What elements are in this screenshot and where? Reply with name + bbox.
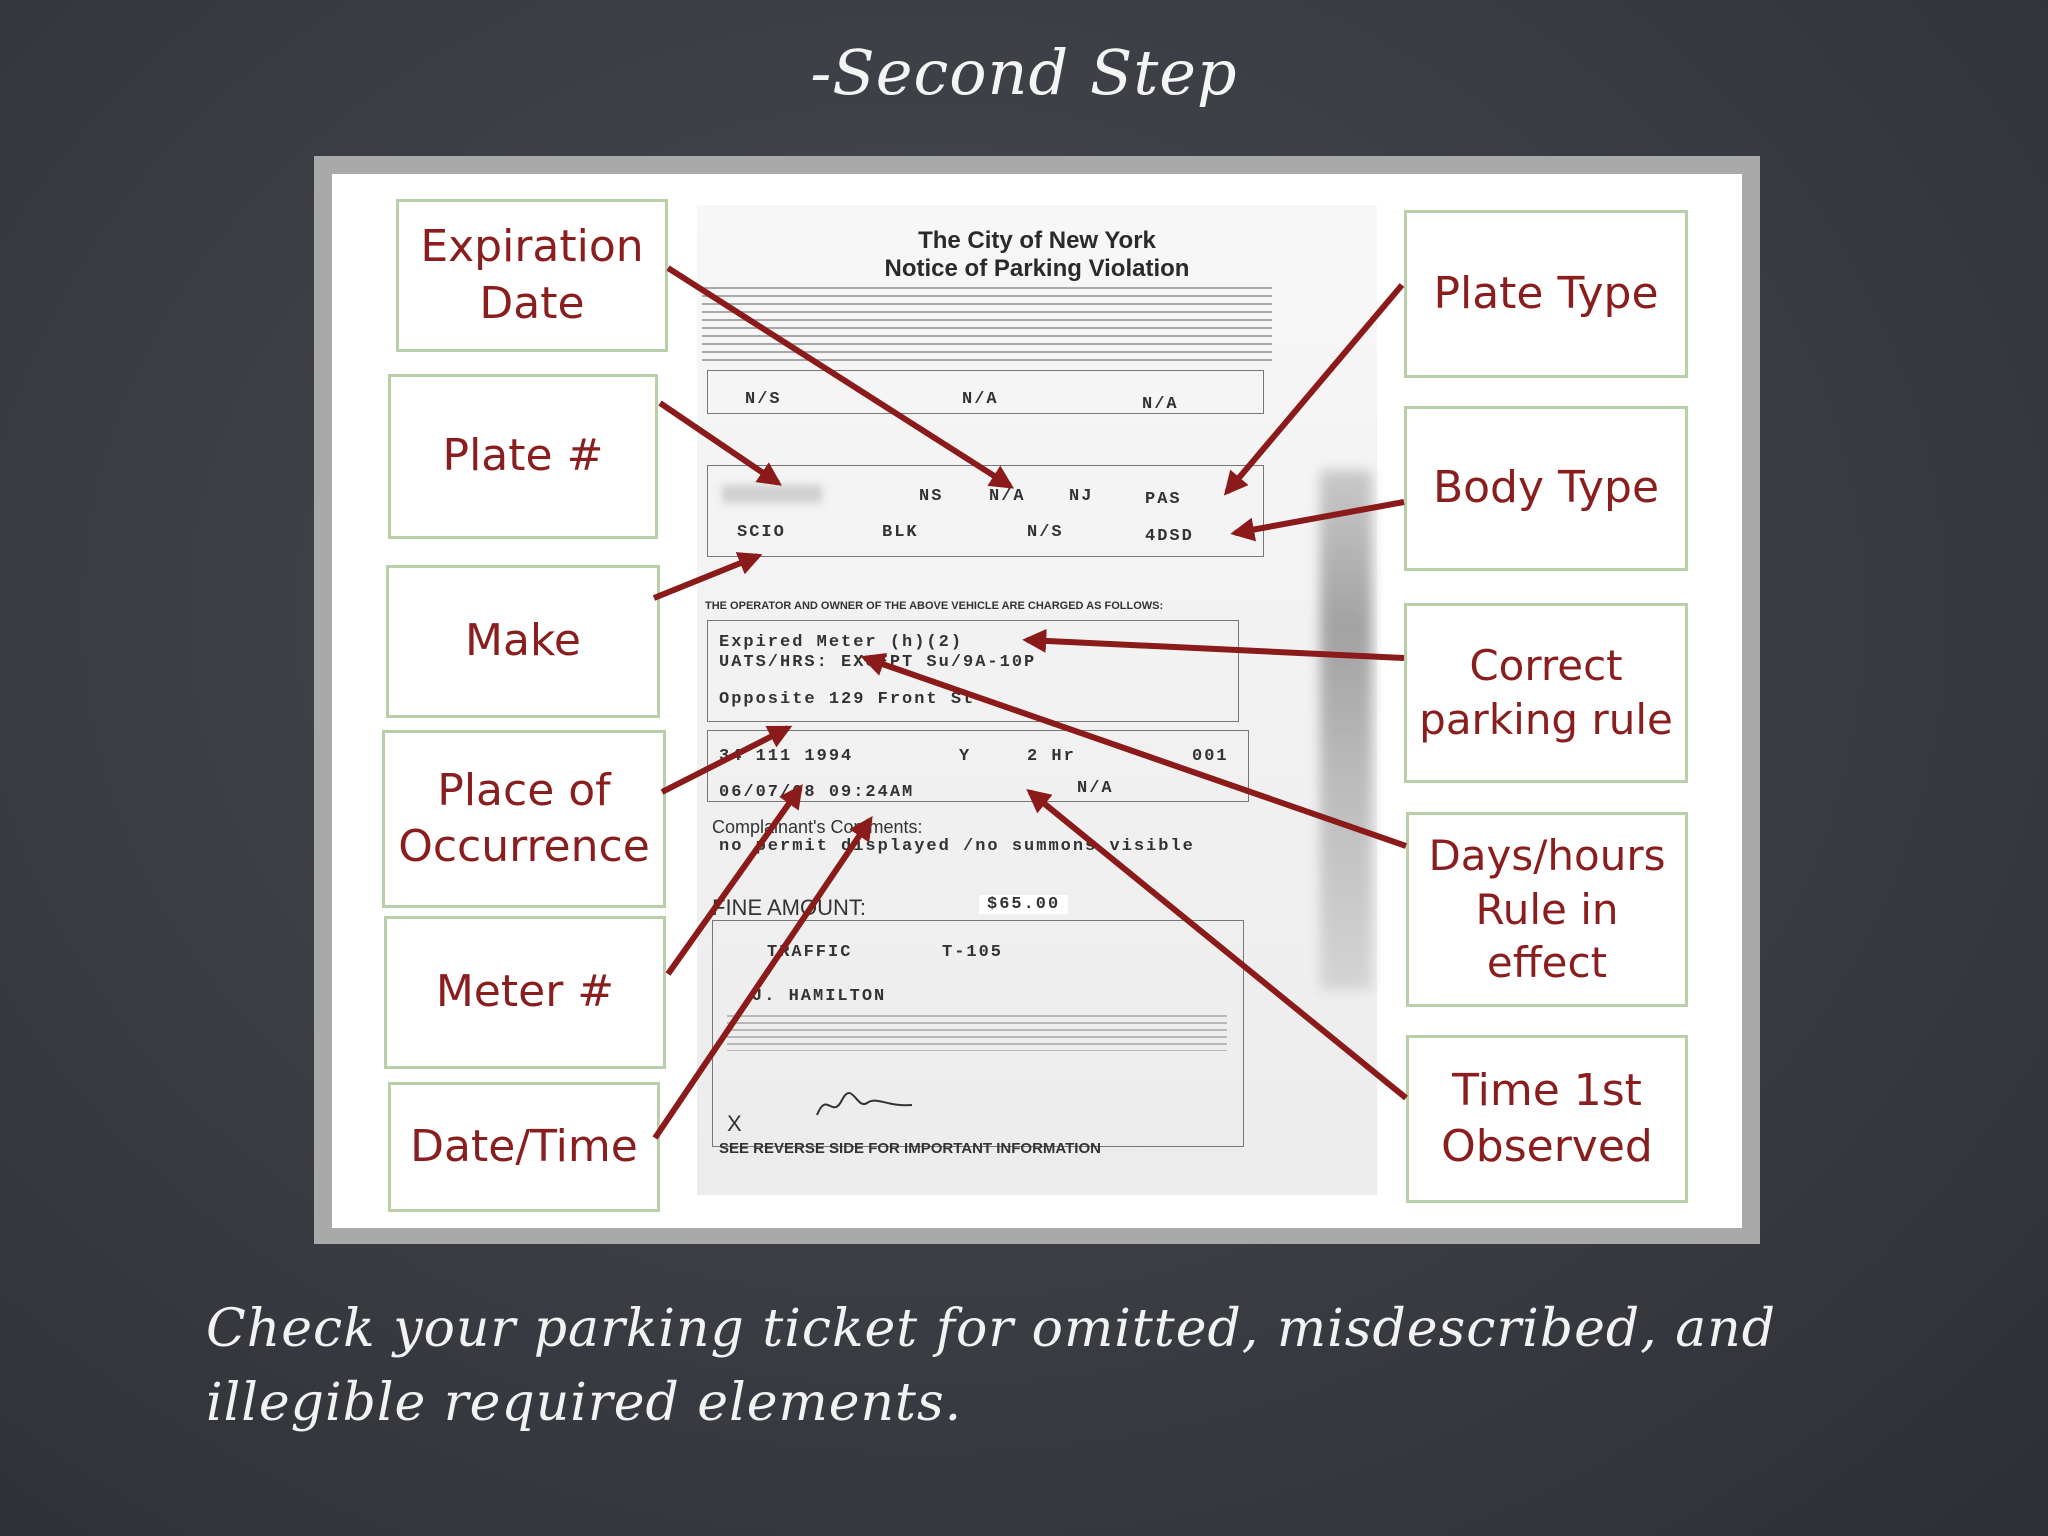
ticket-type: N/A xyxy=(1142,395,1179,414)
label-make: Make xyxy=(386,565,660,718)
label-meter-number: Meter # xyxy=(384,916,666,1069)
arrow-expiration-date xyxy=(666,265,1015,489)
label-text: Meter # xyxy=(435,966,615,1018)
ticket-limit: 2 Hr xyxy=(1027,747,1076,766)
ticket-agency: TRAFFIC xyxy=(767,943,853,962)
ticket-permit-displayed: N/S xyxy=(745,390,782,409)
ticket-footer: SEE REVERSE SIDE FOR IMPORTANT INFORMATI… xyxy=(719,1140,1101,1157)
ticket-violation-box xyxy=(707,620,1239,722)
ticket-command: T-105 xyxy=(942,943,1004,962)
label-text: Plate # xyxy=(442,430,604,482)
ticket-fine: $65.00 xyxy=(979,895,1069,914)
blurred-edge xyxy=(1320,470,1372,990)
label-text: Occurrence xyxy=(398,821,650,872)
arrow-meter-number xyxy=(665,784,803,976)
ticket-signature-box xyxy=(712,920,1244,1147)
arrow-plate-number xyxy=(658,400,782,486)
label-text: Date/Time xyxy=(410,1120,638,1172)
ticket-header-notice: Notice of Parking Violation xyxy=(884,255,1190,282)
ticket-plate-blurred xyxy=(722,485,822,503)
label-text: Make xyxy=(465,615,581,667)
ticket-affirmation-text xyxy=(727,1015,1227,1051)
label-text: Time 1st xyxy=(1452,1064,1642,1116)
ticket-body-type: 4DSD xyxy=(1145,527,1194,546)
ticket-complainant: J. HAMILTON xyxy=(752,987,887,1006)
ticket-pct: 001 xyxy=(1192,747,1229,766)
arrow-make xyxy=(652,552,763,601)
ticket-fine-label: FINE AMOUNT: xyxy=(712,895,867,920)
arrow-plate-type xyxy=(1223,283,1405,496)
ticket-meter: 34 111 1994 xyxy=(719,747,854,766)
ticket-charges-heading: THE OPERATOR AND OWNER OF THE ABOVE VEHI… xyxy=(705,600,1164,612)
ticket-cd: NS xyxy=(919,487,944,506)
label-text: Expiration xyxy=(420,221,644,273)
ticket-permit-row xyxy=(707,370,1264,414)
arrow-time-first-observed xyxy=(1026,788,1408,1101)
label-plate-type: Plate Type xyxy=(1404,210,1688,378)
ticket-plate-type: PAS xyxy=(1145,490,1182,509)
label-text: Place of xyxy=(437,764,611,816)
arrow-days-hours-rule xyxy=(860,652,1407,849)
ticket-violation: Expired Meter (h)(2) xyxy=(719,633,964,652)
ticket-color: BLK xyxy=(882,523,919,542)
label-text: parking rule xyxy=(1419,695,1673,744)
label-text: Rule in effect xyxy=(1475,884,1619,988)
ticket-exp-date: N/A xyxy=(989,487,1026,506)
ticket-date-time: 06/07/08 09:24AM xyxy=(719,783,915,802)
ticket-comments: no permit displayed /no summons visible xyxy=(719,837,1195,856)
slide-title: -Second Step xyxy=(810,36,1238,109)
arrow-correct-parking-rule xyxy=(1022,628,1405,661)
ticket-first-observed: N/A xyxy=(1077,779,1114,798)
label-text: Correct xyxy=(1469,641,1623,691)
ticket-place: Opposite 129 Front St xyxy=(719,690,976,709)
ticket-year: N/S xyxy=(1027,523,1064,542)
label-plate-number: Plate # xyxy=(388,374,658,539)
ticket-operational: Y xyxy=(959,747,972,766)
ticket-signature-x: X xyxy=(727,1111,742,1136)
ticket-make: SCIO xyxy=(737,523,786,542)
arrow-date-time xyxy=(652,816,873,1140)
label-body-type: Body Type xyxy=(1404,406,1688,571)
label-text: Body Type xyxy=(1432,462,1660,514)
ticket-state: NJ xyxy=(1069,487,1094,506)
label-date-time: Date/Time xyxy=(388,1082,660,1212)
arrow-place-of-occurrence xyxy=(660,725,793,795)
ticket-permit-number: N/A xyxy=(962,390,999,409)
label-text: Days/hours xyxy=(1428,830,1666,880)
arrow-body-type xyxy=(1230,499,1405,542)
ticket-vehicle-box xyxy=(707,465,1264,557)
slide-caption: Check your parking ticket for omitted, m… xyxy=(206,1299,1776,1433)
parking-ticket: The City of New York Notice of Parking V… xyxy=(697,205,1377,1195)
label-text: Plate Type xyxy=(1433,267,1659,319)
signature-scribble xyxy=(816,1092,913,1116)
ticket-header-city: The City of New York xyxy=(918,227,1156,254)
label-text: Observed xyxy=(1441,1121,1653,1172)
label-text: Date xyxy=(479,277,585,329)
